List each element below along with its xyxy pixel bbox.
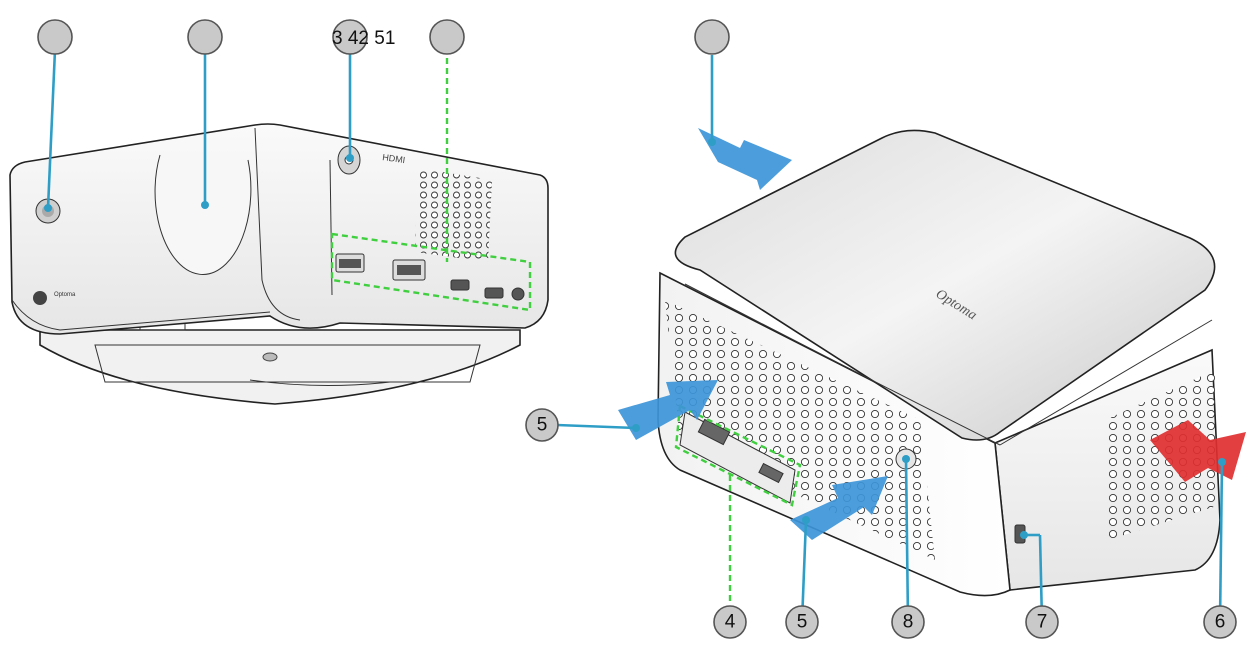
svg-text:5: 5 [537,415,548,436]
callout-1 [38,20,72,54]
callout-security-slot: 7 [1026,606,1058,638]
callout-vent-left: 5 [526,409,558,441]
projector-top-view: Optoma [618,128,1246,605]
svg-text:8: 8 [903,612,914,633]
callout-2 [188,20,222,54]
svg-text:5: 5 [797,612,808,633]
svg-text:6: 6 [1215,612,1226,633]
callout-4 [430,20,464,54]
svg-text:4: 4 [725,612,736,633]
callout-vent-bottom: 5 [786,606,818,638]
top-label: 3 42 51 [332,28,395,49]
callout-ir-sensor: 8 [892,606,924,638]
callout-exhaust: 6 [1204,606,1236,638]
projector-bottom-view: Optoma HDMI [10,58,548,404]
callout-ports: 4 [714,606,746,638]
callout-5 [695,20,729,54]
svg-text:7: 7 [1037,612,1048,633]
svg-text:Optoma: Optoma [54,292,76,298]
